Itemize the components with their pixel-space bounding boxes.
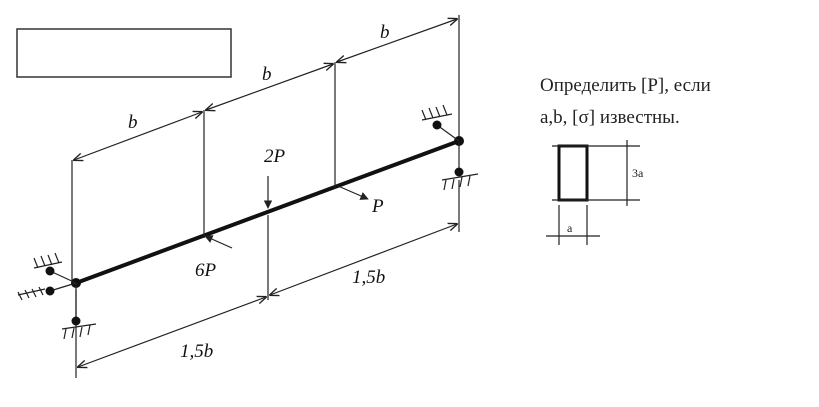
dim-label-b1: b [128,112,138,133]
load-label-p: P [371,196,384,217]
task-line-2: a,b, [σ] известны. [540,107,680,128]
cross-section [546,140,640,245]
task-line-1: Определить [P], если [540,75,711,96]
dim-label-bottom-left: 1,5b [180,341,213,362]
left-support [17,252,97,340]
section-width-label: a [567,221,573,235]
load-6p-arrow [204,235,233,249]
dim-label-bottom-right: 1,5b [352,267,385,288]
bottom-dimension-lines [78,180,460,367]
load-label-6p: 6P [195,260,217,281]
top-dimension-lines [74,19,457,160]
section-height-label: 3a [632,166,644,180]
answer-box [16,28,232,78]
load-p-arrow [337,185,369,200]
right-support [421,104,479,191]
dim-label-b2: b [262,64,272,85]
dim-label-b3: b [380,22,390,43]
beam [74,139,461,285]
load-label-2p: 2P [264,146,286,167]
